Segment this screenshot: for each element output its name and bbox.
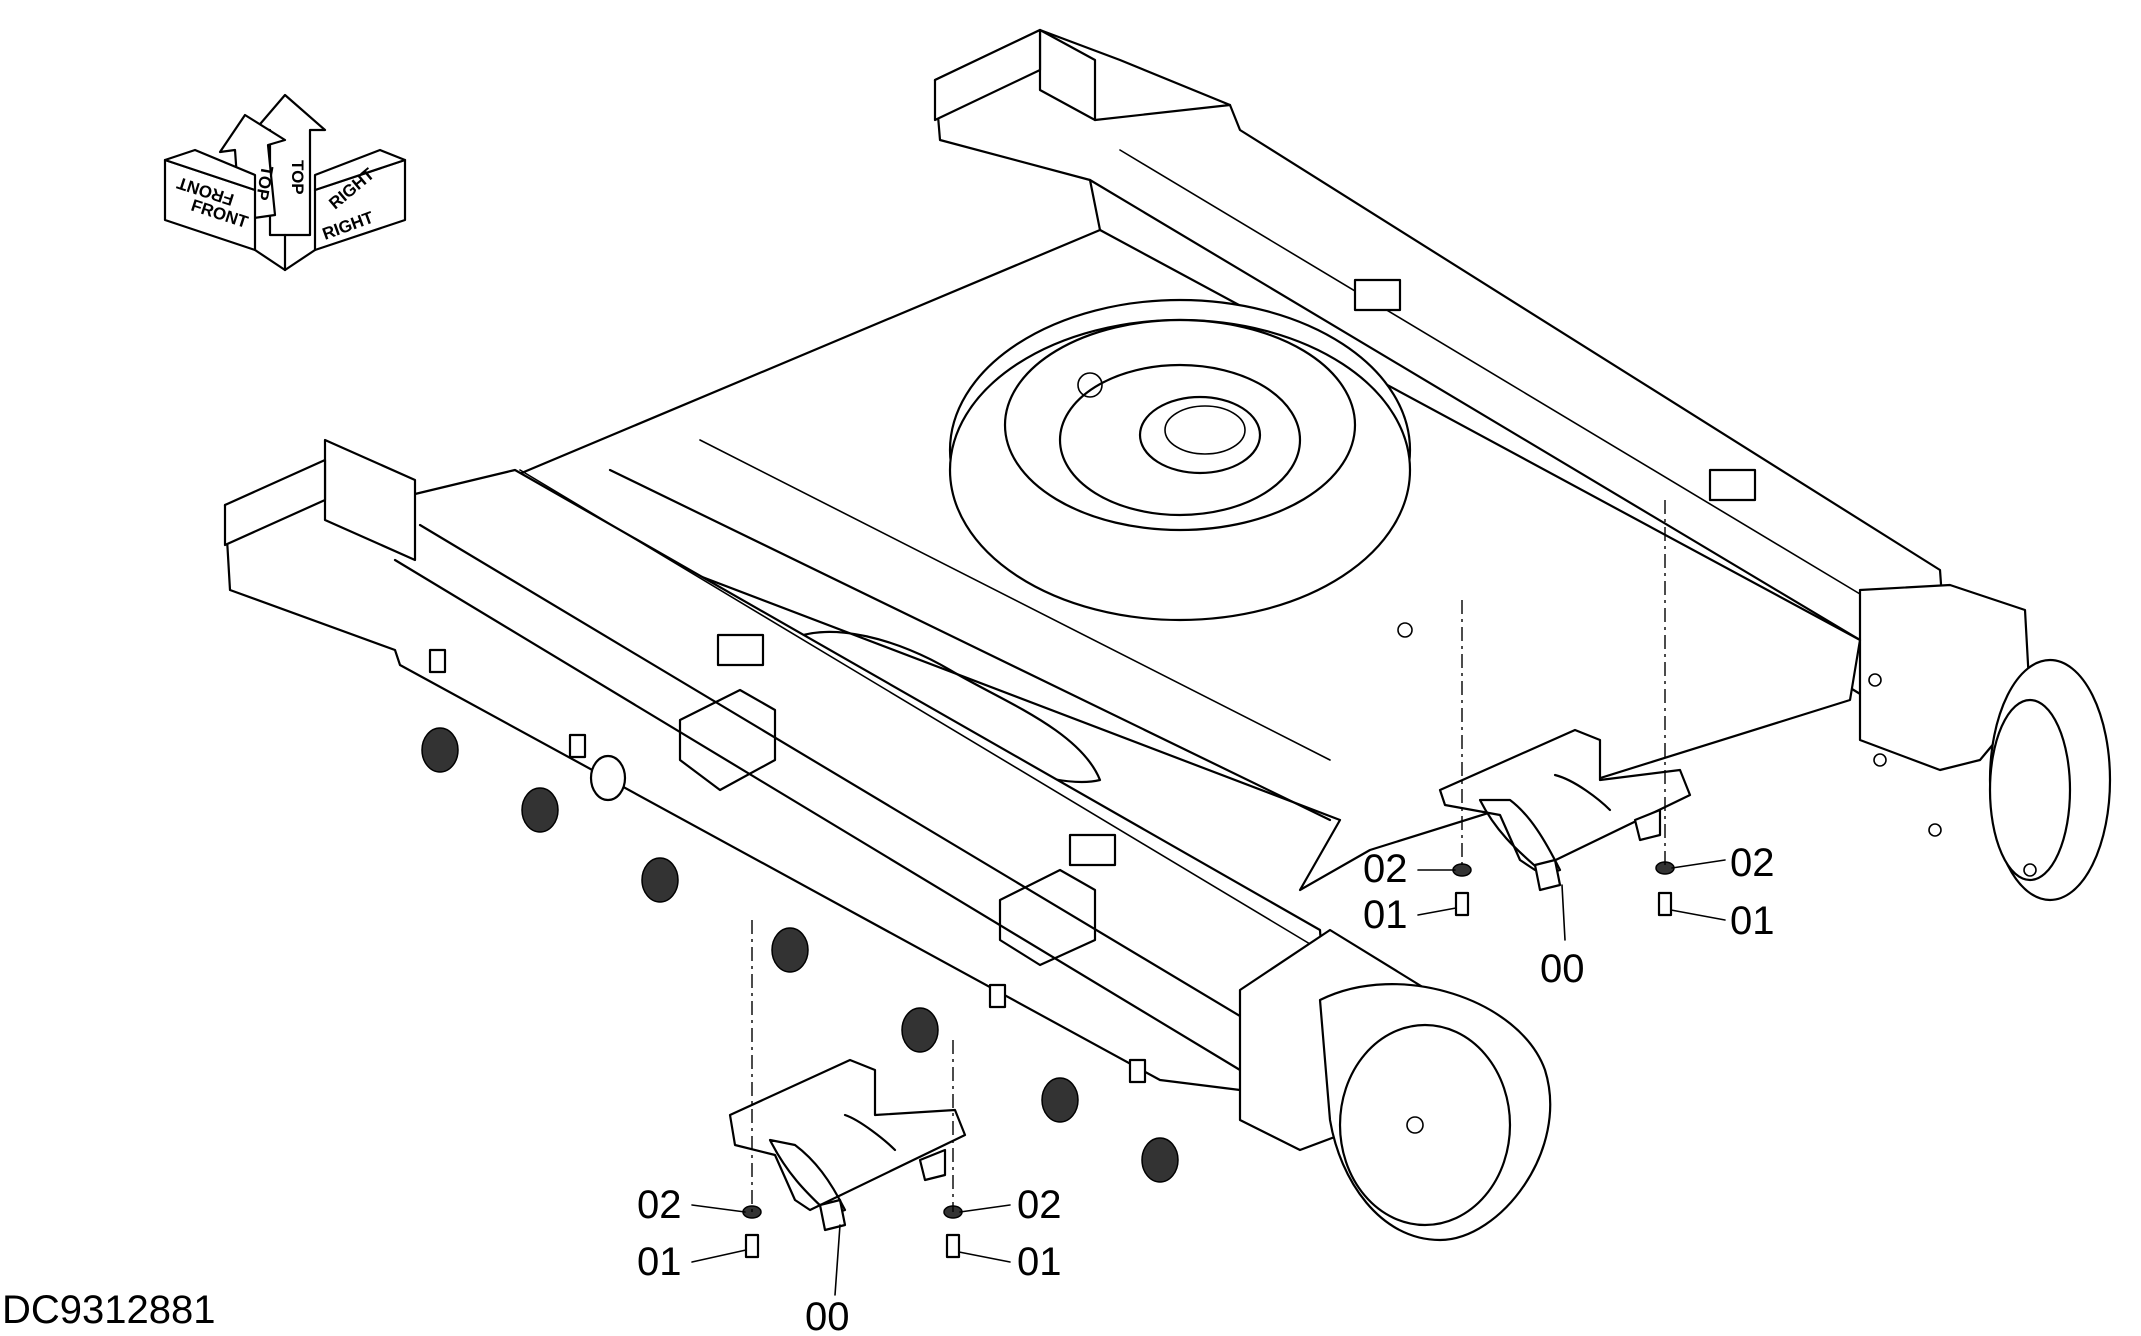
track-frame-illustration [223,28,2112,1242]
bolts [744,891,1673,1259]
callout-01-rear-right: 01 [1730,899,1775,943]
track-guard-rear [1438,728,1692,892]
callout-02-rear-left: 02 [1363,847,1408,891]
callout-00-front: 00 [805,1295,850,1336]
leader-lines [691,859,1726,1296]
callout-02-front-right: 02 [1017,1183,1062,1227]
callout-00-rear: 00 [1540,947,1585,991]
callout-01-front-right: 01 [1017,1240,1062,1284]
drawing-id: DC9312881 [2,1288,216,1332]
assembly-lines [751,500,1666,1212]
orientation-arrows-icon: FRONT FRONT TOP TOP RIGHT RIGHT [163,93,407,272]
callout-02-rear-right: 02 [1730,841,1775,885]
top-label: TOP [288,160,307,195]
callout-01-rear-left: 01 [1363,893,1408,937]
callout-02-front-left: 02 [637,1183,682,1227]
track-guard-front [728,1058,967,1232]
callout-01-front-left: 01 [637,1240,682,1284]
